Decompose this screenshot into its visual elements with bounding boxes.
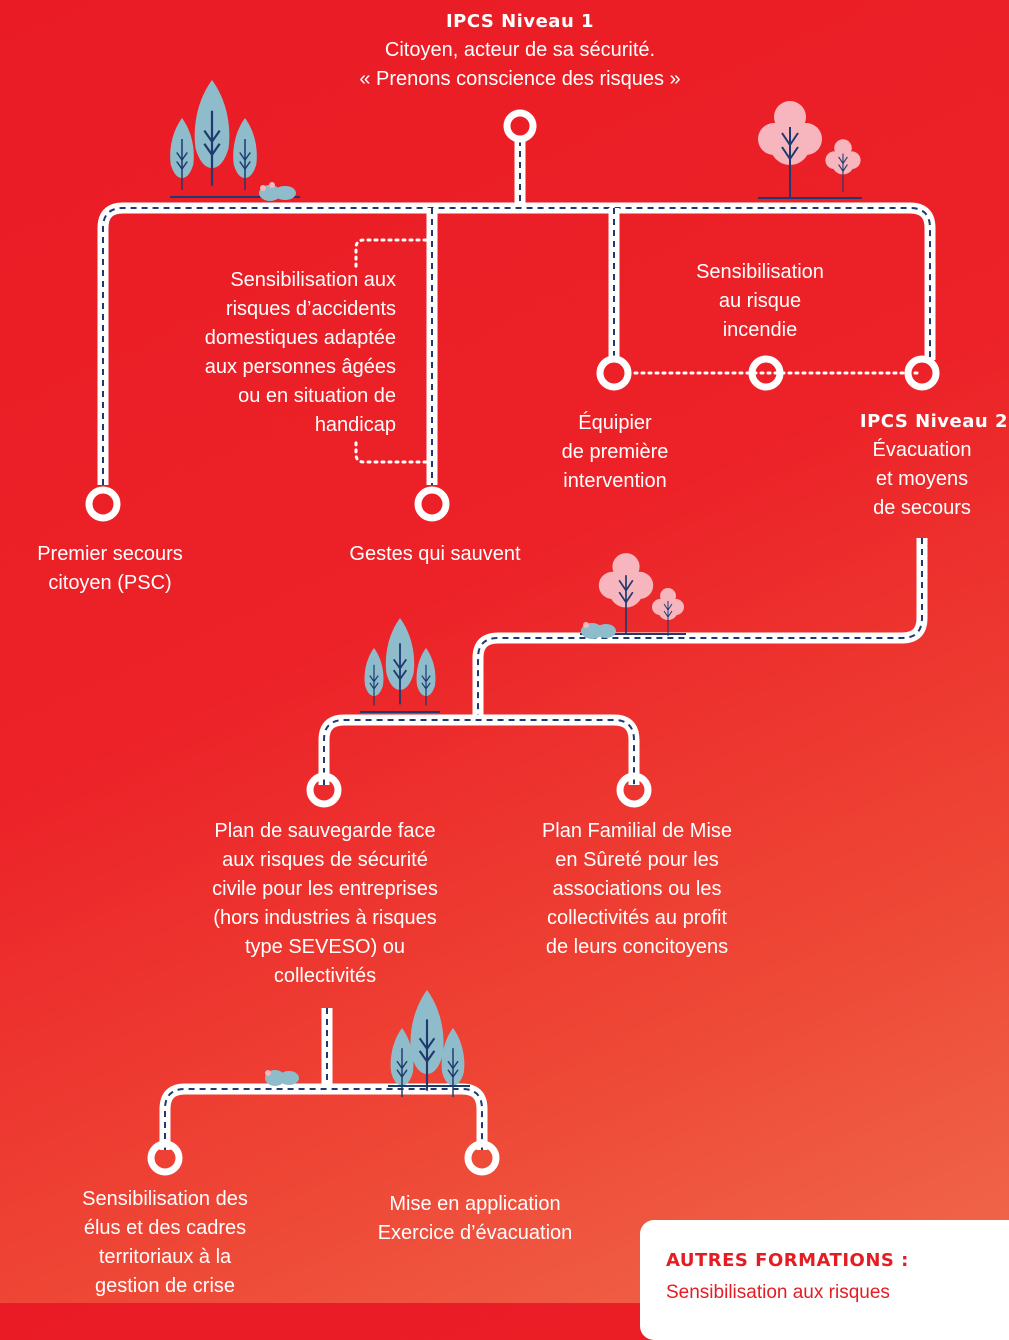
node-label-exercice: Mise en application Exercice d’évacuatio… — [377, 1193, 573, 1244]
node-marker-gestes — [414, 486, 450, 522]
node-label-pfms: Plan Familial de Mise en Sûreté pour les… — [541, 820, 733, 958]
node-marker-niveau-2 — [904, 355, 940, 391]
start-marker-niveau-1 — [503, 109, 537, 143]
tree-group-bottom — [265, 988, 470, 1098]
node-label-incendie: Sensibilisation au risque incendie — [696, 261, 824, 341]
node-marker-equipier — [596, 355, 632, 391]
autres-formations-text: Sensibilisation aux risques — [666, 1282, 890, 1303]
tree-group-top-left — [169, 78, 300, 201]
node-label-gestes: Gestes qui sauvent — [349, 543, 521, 565]
node-marker-exercice — [464, 1140, 500, 1176]
node-label-plan-sauvegarde: Plan de sauvegarde face aux risques de s… — [212, 820, 438, 987]
node-label-elus: Sensibilisation des élus et des cadres t… — [82, 1188, 248, 1297]
bush-icon — [581, 622, 616, 639]
tree-group-top-right — [757, 100, 862, 199]
node-marker-plan-sauvegarde — [306, 772, 342, 808]
bush-icon — [265, 1070, 299, 1086]
node-marker-pfms — [616, 772, 652, 808]
autres-formations-panel — [640, 1220, 1009, 1340]
node-marker-incendie — [748, 355, 784, 391]
road-level-1 — [97, 140, 936, 485]
road-map-diagram — [85, 78, 940, 1176]
tree-group-middle-left — [360, 617, 440, 713]
bush-icon — [259, 182, 296, 201]
node-marker-elus — [147, 1140, 183, 1176]
niveau-1-slogan: « Prenons conscience des risques » — [359, 68, 681, 90]
node-label-niveau-2: Évacuation et moyens de secours — [872, 439, 972, 519]
road-level-3 — [159, 1008, 488, 1150]
node-marker-psc — [85, 486, 121, 522]
node-label-equipier: Équipier de première intervention — [561, 412, 669, 492]
niveau-1-title: IPCS Niveau 1 — [445, 11, 595, 32]
niveau-1-subtitle: Citoyen, acteur de sa sécurité. — [384, 39, 656, 61]
autres-formations-title: AUTRES FORMATIONS : — [666, 1250, 909, 1271]
tree-group-middle-right — [580, 552, 686, 639]
node-label-domestique: Sensibilisation aux risques d’accidents … — [204, 269, 396, 436]
niveau-2-title: IPCS Niveau 2 — [859, 411, 1008, 432]
road-level-2 — [318, 538, 928, 785]
node-label-psc: Premier secours citoyen (PSC) — [37, 543, 183, 594]
